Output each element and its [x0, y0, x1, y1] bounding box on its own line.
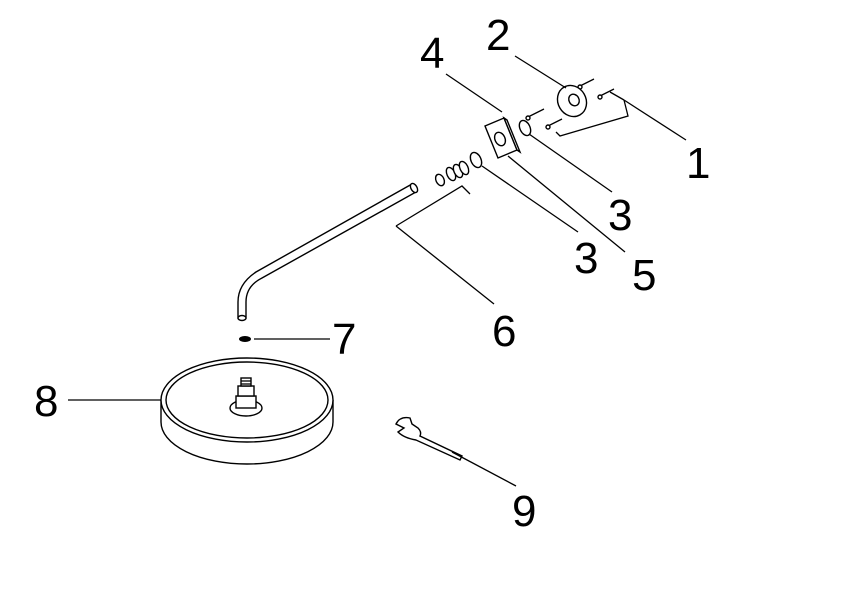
callout-4-leader	[445, 73, 503, 113]
callout-3-upper: 3	[608, 191, 632, 240]
callout-6-leader	[395, 185, 495, 305]
callout-4: 4	[420, 29, 444, 78]
part-7-washer	[239, 336, 251, 342]
part-3-oring-upper	[518, 119, 532, 137]
callout-9-leader	[451, 451, 517, 487]
callout-3a-leader	[528, 133, 613, 193]
part-2-flange	[556, 84, 588, 118]
callout-7: 7	[332, 315, 356, 364]
part-6-shower-arm	[237, 182, 419, 322]
callout-2: 2	[486, 11, 510, 60]
part-5-wall-plate	[484, 116, 522, 159]
callout-2-leader	[514, 55, 567, 89]
callout-1: 1	[686, 139, 710, 188]
callout-3b-leader	[481, 165, 579, 233]
callout-9: 9	[512, 487, 536, 536]
callout-3-lower: 3	[574, 234, 598, 283]
callout-1-leader	[555, 91, 687, 141]
part-9-wrench	[395, 416, 463, 461]
callout-5-leader	[507, 155, 626, 253]
callout-8: 8	[34, 377, 58, 426]
part-3-connector-lower	[434, 151, 483, 187]
callout-5: 5	[632, 251, 656, 300]
callout-6: 6	[492, 307, 516, 356]
part-8-shower-head	[160, 357, 334, 465]
